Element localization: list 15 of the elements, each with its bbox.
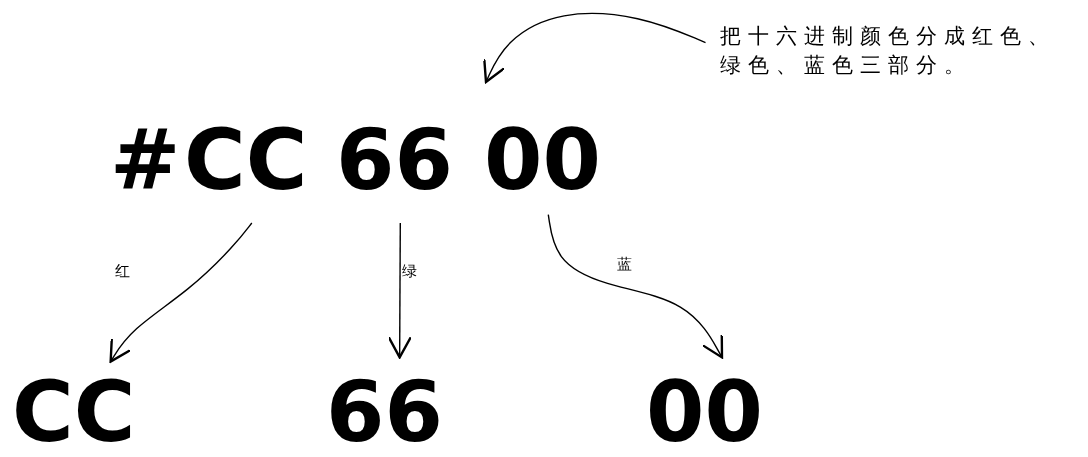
hex-pair: 66 [326, 370, 443, 454]
hex-pair: CC [12, 370, 136, 454]
hex-pair: 66 [336, 118, 453, 202]
edge-label: 蓝 [617, 255, 632, 274]
hash-sign: # [110, 118, 181, 202]
curved-arrow [387, 222, 412, 359]
curved-arrow [483, 12, 707, 84]
curved-arrow [547, 213, 724, 359]
hex-pair: CC [184, 118, 308, 202]
hex-pair: 00 [646, 370, 763, 454]
annotation-text: 把十六进制颜色分成红色、绿色、蓝色三部分。 [720, 22, 1082, 81]
edge-label: 绿 [402, 262, 417, 281]
hex-pair: 00 [484, 118, 601, 202]
edge-label: 红 [115, 262, 130, 281]
curved-arrow [109, 222, 253, 363]
